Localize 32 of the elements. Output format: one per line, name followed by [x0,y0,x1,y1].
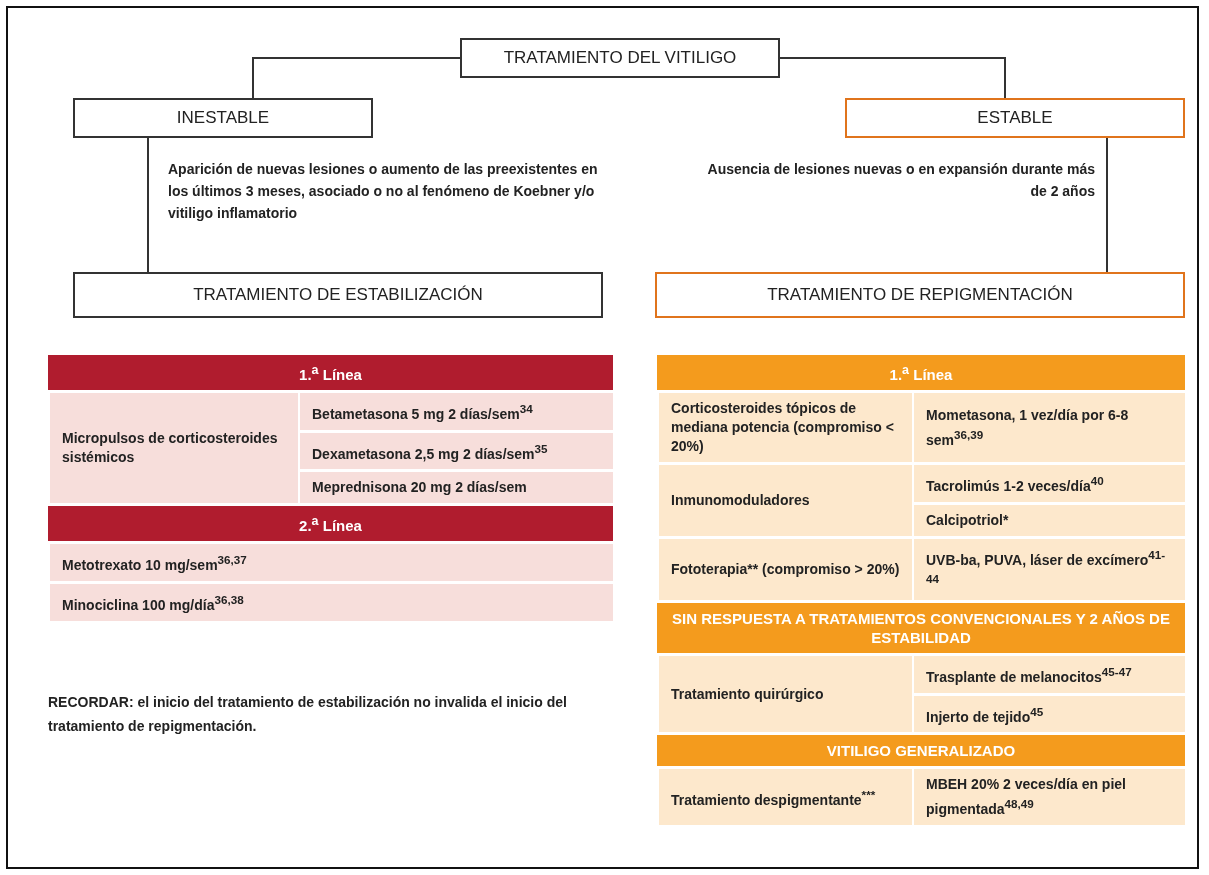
table-header: VITILIGO GENERALIZADO [657,735,1185,767]
connector-line [1106,137,1108,273]
connector-line [252,57,461,99]
table-cell: Inmunomoduladores [657,465,912,536]
process-box: ESTABLE [845,98,1185,138]
table-header: 2.$^{a}$ Línea [48,506,613,542]
table-cell: Tratamiento despigmentante$^{***}$ [657,769,912,825]
table-cell: Tacrolimús 1-2 veces/día$^{40}$ [912,465,1185,502]
connector-line [779,57,1006,99]
note-text: RECORDAR: el inicio del tratamiento de estabilización no invalida el inicio del tratamiento de repigmentación. [48,693,568,736]
table-cell: Metotrexato 10 mg/sem$^{36,37}$ [48,544,613,581]
table-cell: Betametasona 5 mg 2 días/sem$^{34}$ [298,393,613,430]
table-cell: Fototerapia** (compromiso > 20%) [657,538,912,600]
table-header: 1.$^{a}$ Línea [48,355,613,390]
table-cell: Mometasona, 1 vez/día por 6-8 sem$^{36,39}$ [912,393,1185,462]
table-cell: Injerto de tejido$^{45}$ [912,695,1185,733]
process-box: TRATAMIENTO DE REPIGMENTACIÓN [655,272,1185,318]
connector-line [147,137,149,273]
table-cell: MBEH 20% 2 veces/día en piel pigmentada$^{48,49}$ [912,769,1185,825]
table-cell: Dexametasona 2,5 mg 2 días/sem$^{35}$ [298,432,613,470]
table-cell: Minociclina 100 mg/día$^{36,38}$ [48,583,613,621]
table-cell: Trasplante de melanocitos$^{45-47}$ [912,655,1185,693]
table-cell: Calcipotriol* [912,504,1185,536]
table-cell: Corticosteroides tópicos de mediana potencia (compromiso < 20%) [657,393,912,462]
table-header: SIN RESPUESTA A TRATAMIENTOS CONVENCIONALES Y 2 AÑOS DE ESTABILIDAD [657,602,1185,653]
process-box: INESTABLE [73,98,373,138]
table-header: 1.$^{a}$ Línea [657,355,1185,390]
process-box: TRATAMIENTO DE ESTABILIZACIÓN [73,272,603,318]
table-cell: Tratamiento quirúrgico [657,655,912,733]
process-box: TRATAMIENTO DEL VITILIGO [460,38,780,78]
table-cell: Meprednisona 20 mg 2 días/sem [298,472,613,504]
table-cell: Micropulsos de corticosteroides sistémicos [48,393,298,504]
